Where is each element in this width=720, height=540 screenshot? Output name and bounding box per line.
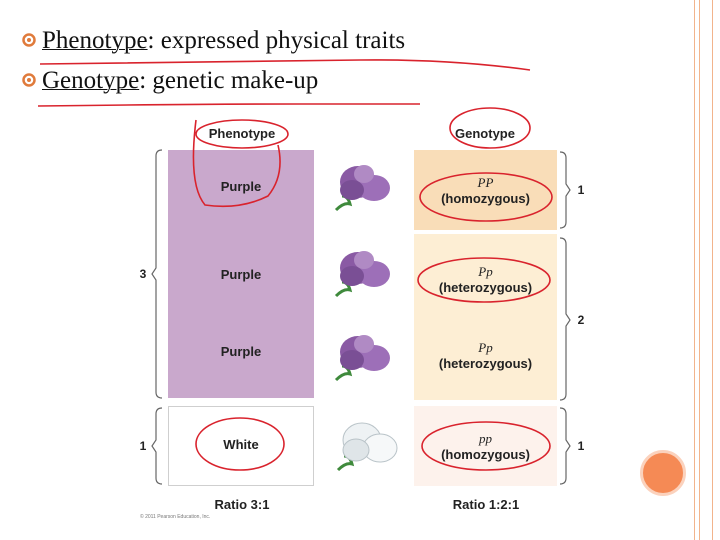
- term-genotype: Genotype: [42, 67, 140, 94]
- genotype-desc-3: (heterozygous): [438, 356, 533, 371]
- bullet-genotype: Genotype: genetic make-up: [22, 67, 318, 95]
- ratio-phenotype: Ratio 3:1: [214, 497, 270, 512]
- definition-genotype: : genetic make-up: [139, 67, 319, 94]
- bullet-ring-icon: [22, 33, 36, 47]
- phenotype-header: Phenotype: [208, 126, 276, 141]
- decorative-circle: [640, 450, 686, 496]
- slide-border-line-2: [699, 0, 700, 540]
- genotype-desc-1: (homozygous): [441, 191, 530, 206]
- flower-purple-icon: [334, 251, 390, 298]
- genotype-desc-4: (homozygous): [441, 447, 530, 462]
- genotype-symbol-1: PP: [477, 175, 494, 190]
- right-count-1-top: 1: [577, 183, 585, 197]
- copyright-text: © 2011 Pearson Education, Inc.: [140, 514, 211, 520]
- phenotype-label-1: Purple: [220, 179, 262, 194]
- genotype-header: Genotype: [455, 126, 515, 141]
- genotype-symbol-4: pp: [479, 431, 492, 446]
- phenotype-label-4: White: [223, 437, 259, 452]
- genotype-cell-1: PP (homozygous): [414, 175, 557, 206]
- genotype-symbol-3: Pp: [478, 340, 493, 355]
- slide-border-line-3: [712, 0, 713, 540]
- term-phenotype: Phenotype: [42, 27, 148, 54]
- left-count-1: 1: [139, 439, 147, 453]
- phenotype-label-3: Purple: [220, 344, 262, 359]
- bullet-phenotype: Phenotype: expressed physical traits: [22, 27, 405, 55]
- definition-phenotype: : expressed physical traits: [147, 27, 406, 54]
- genotype-cell-2: Pp (heterozygous): [414, 264, 557, 295]
- genotype-cell-4: pp (homozygous): [414, 431, 557, 462]
- genotype-desc-2: (heterozygous): [438, 280, 533, 295]
- slide-border-line-1: [694, 0, 695, 540]
- left-count-3: 3: [139, 267, 147, 281]
- ratio-genotype: Ratio 1:2:1: [452, 497, 520, 512]
- bullet-ring-icon: [22, 73, 36, 87]
- flower-purple-icon: [334, 165, 390, 212]
- phenotype-label-2: Purple: [220, 267, 262, 282]
- genotype-cell-3: Pp (heterozygous): [414, 340, 557, 371]
- right-count-2: 2: [577, 313, 585, 327]
- genotype-symbol-2: Pp: [478, 264, 493, 279]
- right-count-1-bottom: 1: [577, 439, 585, 453]
- genotype-panel-het: [414, 234, 557, 400]
- flower-purple-icon: [334, 335, 390, 382]
- flower-white-icon: [336, 422, 398, 472]
